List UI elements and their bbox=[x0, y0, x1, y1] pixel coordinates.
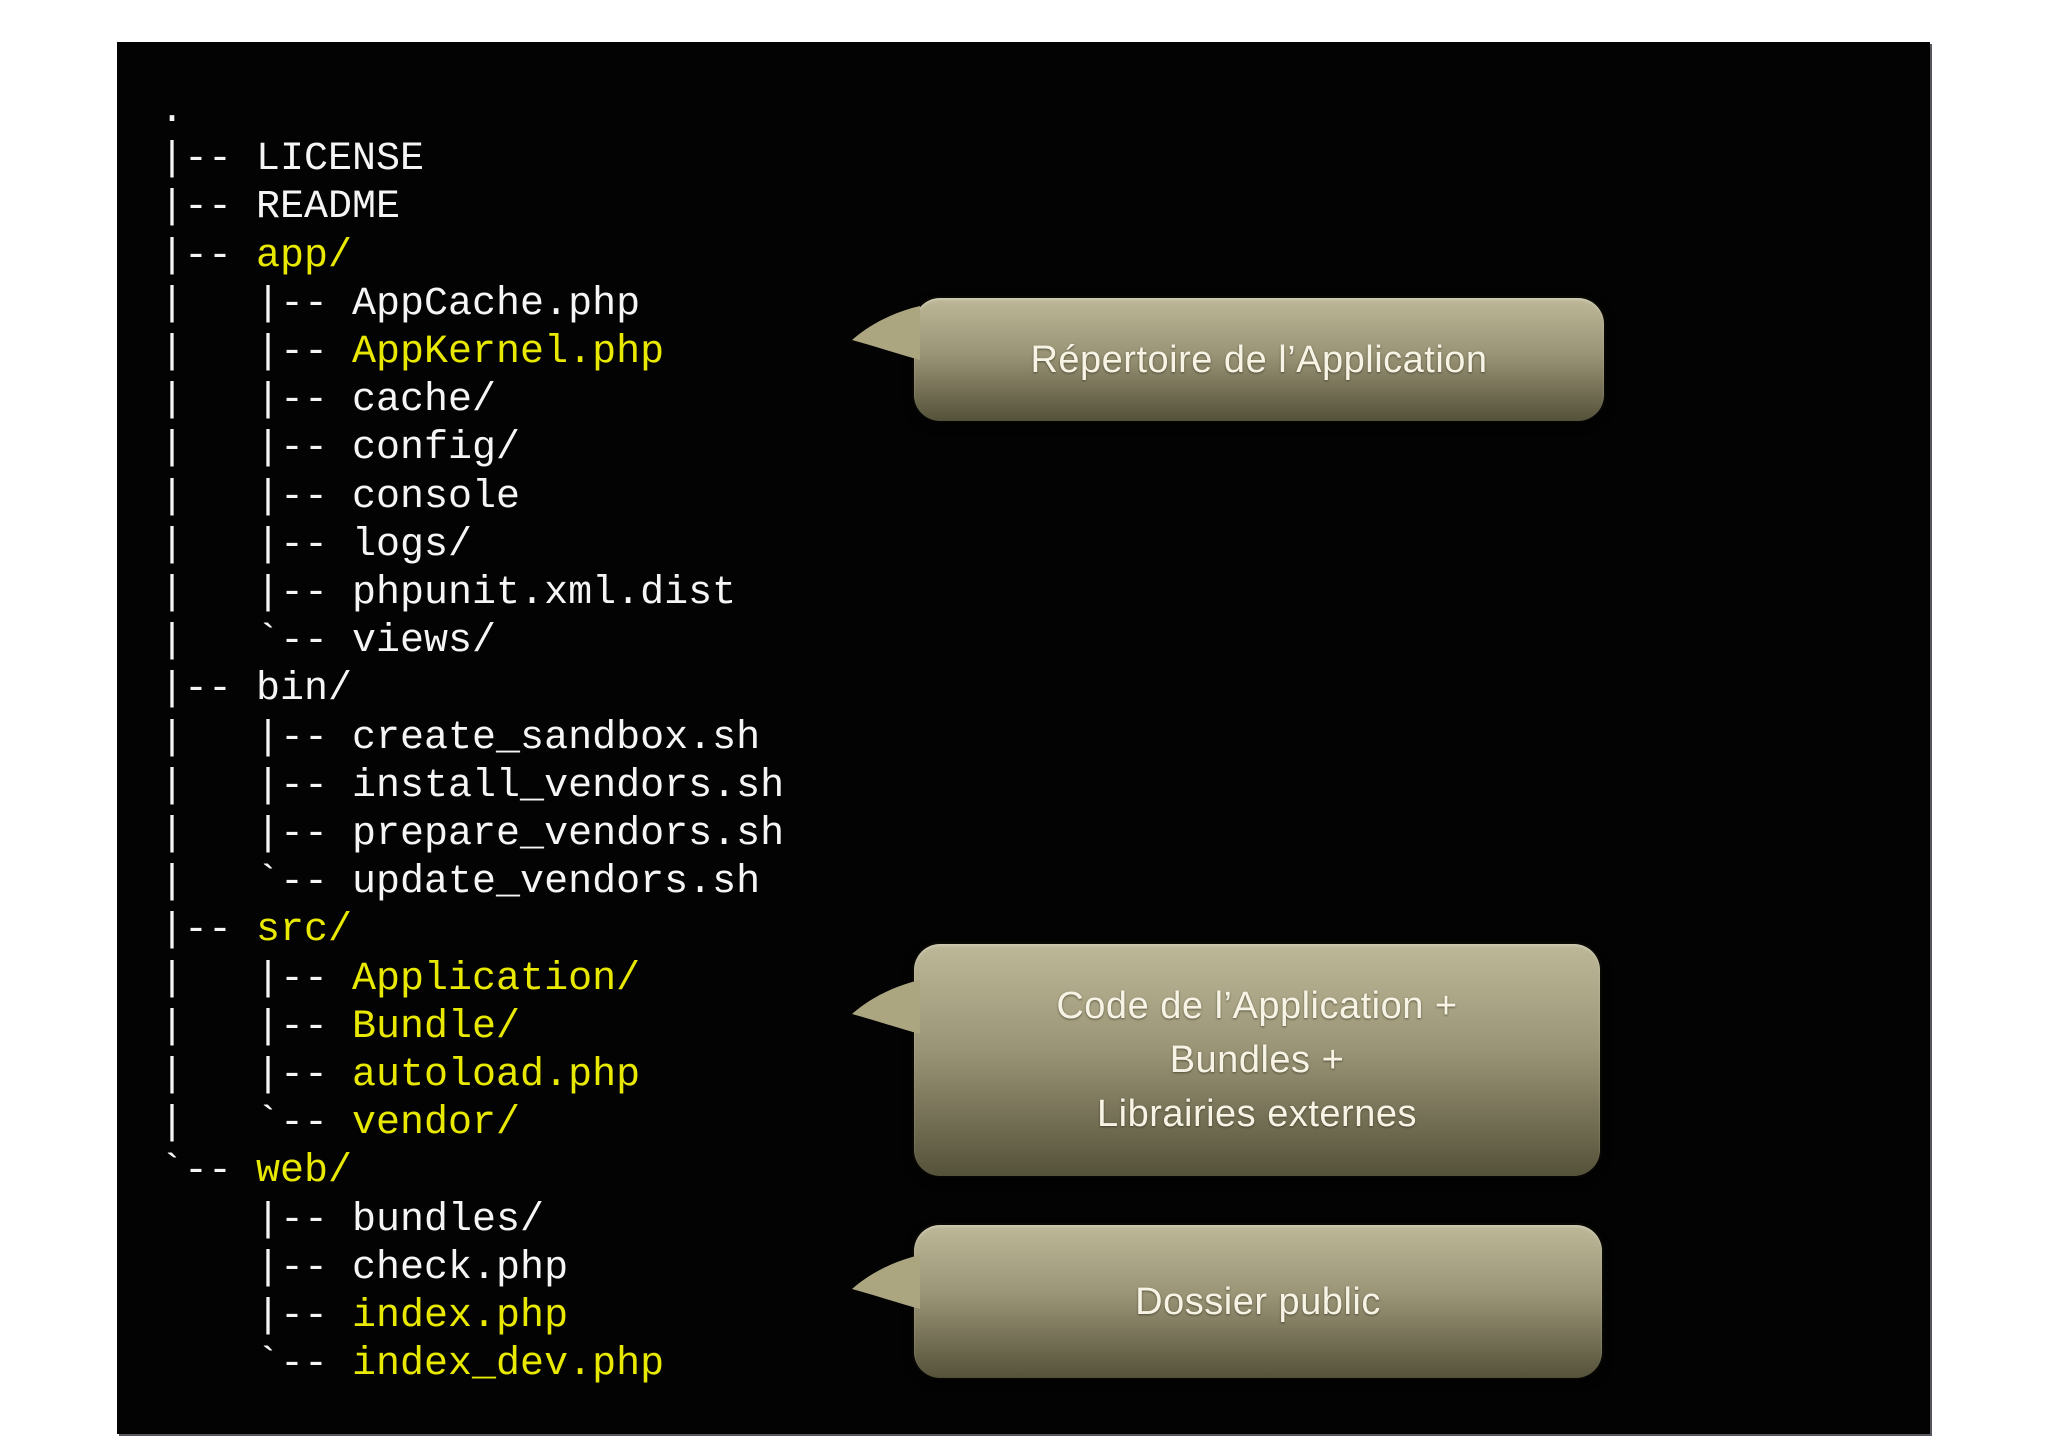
tree-line: |-- bundles/ bbox=[160, 1197, 784, 1245]
callout-line: Code de l’Application + bbox=[1056, 985, 1458, 1027]
tree-line: | |-- install_vendors.sh bbox=[160, 763, 784, 811]
tree-branch-prefix: `-- bbox=[160, 1342, 353, 1388]
tree-branch-prefix: | |-- bbox=[160, 474, 353, 520]
callout-tail-icon bbox=[852, 306, 920, 360]
tree-entry-name: index.php bbox=[352, 1294, 569, 1340]
tree-branch-prefix: | `-- bbox=[160, 619, 353, 665]
tree-line: | |-- create_sandbox.sh bbox=[160, 715, 784, 763]
tree-entry-name: web/ bbox=[256, 1149, 353, 1195]
tree-branch-prefix: |-- bbox=[160, 1197, 353, 1243]
tree-entry-name: autoload.php bbox=[352, 1053, 641, 1099]
tree-entry-name: check.php bbox=[352, 1245, 569, 1291]
tree-entry-name: index_dev.php bbox=[352, 1342, 665, 1388]
tree-entry-name: update_vendors.sh bbox=[352, 860, 761, 906]
tree-branch-prefix: |-- bbox=[160, 1294, 353, 1340]
tree-line: | `-- update_vendors.sh bbox=[160, 859, 784, 907]
tree-branch-prefix: |-- bbox=[160, 667, 257, 713]
tree-branch-prefix: | |-- bbox=[160, 715, 353, 761]
tree-line: `-- web/ bbox=[160, 1148, 784, 1196]
tree-entry-name: prepare_vendors.sh bbox=[352, 812, 785, 858]
callout-repertoire-application: Répertoire de l’Application bbox=[852, 298, 1604, 421]
tree-entry-name: AppKernel.php bbox=[352, 330, 665, 376]
tree-line: |-- check.php bbox=[160, 1245, 784, 1293]
tree-line: | |-- autoload.php bbox=[160, 1052, 784, 1100]
tree-branch-prefix: | |-- bbox=[160, 378, 353, 424]
tree-branch-prefix: | |-- bbox=[160, 571, 353, 617]
tree-line: | |-- console bbox=[160, 474, 784, 522]
tree-line: |-- bin/ bbox=[160, 666, 784, 714]
tree-entry-name: Bundle/ bbox=[352, 1004, 521, 1050]
tree-entry-name: README bbox=[256, 185, 401, 231]
tree-entry-name: app/ bbox=[256, 233, 353, 279]
tree-branch-prefix: |-- bbox=[160, 908, 257, 954]
tree-entry-name: vendor/ bbox=[352, 1101, 521, 1147]
tree-line: | |-- cache/ bbox=[160, 377, 784, 425]
tree-line: |-- index.php bbox=[160, 1293, 784, 1341]
tree-entry-name: views/ bbox=[352, 619, 497, 665]
tree-branch-prefix: | |-- bbox=[160, 956, 353, 1002]
callout-line: Librairies externes bbox=[1097, 1093, 1417, 1135]
tree-line: `-- index_dev.php bbox=[160, 1341, 784, 1389]
tree-entry-name: logs/ bbox=[352, 522, 473, 568]
callout-text: Dossier public bbox=[1135, 1275, 1381, 1329]
tree-line: . bbox=[160, 88, 784, 136]
callout-text: Code de l’Application + Bundles + Librairi… bbox=[1056, 979, 1457, 1141]
callout-line: Bundles + bbox=[1169, 1039, 1345, 1081]
callout-tail-icon bbox=[852, 1255, 920, 1309]
tree-line: | `-- vendor/ bbox=[160, 1100, 784, 1148]
tree-line: |-- app/ bbox=[160, 233, 784, 281]
tree-line: |-- README bbox=[160, 184, 784, 232]
tree-entry-name: bundles/ bbox=[352, 1197, 545, 1243]
callout-dossier-public: Dossier public bbox=[852, 1225, 1602, 1378]
callout-line: Dossier public bbox=[1135, 1280, 1381, 1323]
tree-branch-prefix: `-- bbox=[160, 1149, 257, 1195]
tree-branch-prefix: |-- bbox=[160, 1245, 353, 1291]
tree-branch-prefix: | `-- bbox=[160, 860, 353, 906]
tree-entry-name: phpunit.xml.dist bbox=[352, 571, 737, 617]
tree-branch-prefix: | |-- bbox=[160, 281, 353, 327]
tree-line: | |-- config/ bbox=[160, 425, 784, 473]
tree-line: | |-- Bundle/ bbox=[160, 1004, 784, 1052]
tree-entry-name: . bbox=[160, 89, 185, 134]
tree-branch-prefix: | |-- bbox=[160, 812, 353, 858]
tree-line: |-- src/ bbox=[160, 907, 784, 955]
tree-line: | |-- AppKernel.php bbox=[160, 329, 784, 377]
tree-line: | |-- prepare_vendors.sh bbox=[160, 811, 784, 859]
callout-code-application: Code de l’Application + Bundles + Librairi… bbox=[852, 944, 1600, 1176]
tree-branch-prefix: | |-- bbox=[160, 330, 353, 376]
tree-entry-name: Application/ bbox=[352, 956, 641, 1002]
tree-line: | |-- phpunit.xml.dist bbox=[160, 570, 784, 618]
tree-line: | |-- logs/ bbox=[160, 522, 784, 570]
tree-entry-name: bin/ bbox=[256, 667, 353, 713]
tree-branch-prefix: | `-- bbox=[160, 1101, 353, 1147]
tree-entry-name: cache/ bbox=[352, 378, 497, 424]
tree-line: | |-- AppCache.php bbox=[160, 281, 784, 329]
tree-line: | `-- views/ bbox=[160, 618, 784, 666]
callout-text: Répertoire de l’Application bbox=[1030, 333, 1487, 387]
tree-branch-prefix: | |-- bbox=[160, 1053, 353, 1099]
directory-tree: .|-- LICENSE|-- README|-- app/| |-- AppC… bbox=[160, 88, 784, 1389]
tree-entry-name: create_sandbox.sh bbox=[352, 715, 761, 761]
tree-branch-prefix: | |-- bbox=[160, 426, 353, 472]
tree-entry-name: src/ bbox=[256, 908, 353, 954]
tree-branch-prefix: | |-- bbox=[160, 763, 353, 809]
tree-line: | |-- Application/ bbox=[160, 956, 784, 1004]
tree-entry-name: console bbox=[352, 474, 521, 520]
tree-branch-prefix: | |-- bbox=[160, 1004, 353, 1050]
tree-branch-prefix: |-- bbox=[160, 185, 257, 231]
callout-line: Répertoire de l’Application bbox=[1030, 338, 1488, 381]
tree-entry-name: config/ bbox=[352, 426, 521, 472]
tree-branch-prefix: |-- bbox=[160, 137, 257, 183]
tree-branch-prefix: |-- bbox=[160, 233, 257, 279]
tree-line: |-- LICENSE bbox=[160, 136, 784, 184]
tree-entry-name: AppCache.php bbox=[352, 281, 641, 327]
tree-entry-name: LICENSE bbox=[256, 137, 425, 183]
tree-branch-prefix: | |-- bbox=[160, 522, 353, 568]
callout-tail-icon bbox=[852, 980, 920, 1034]
tree-entry-name: install_vendors.sh bbox=[352, 763, 785, 809]
slide-canvas: .|-- LICENSE|-- README|-- app/| |-- AppC… bbox=[117, 42, 1930, 1434]
